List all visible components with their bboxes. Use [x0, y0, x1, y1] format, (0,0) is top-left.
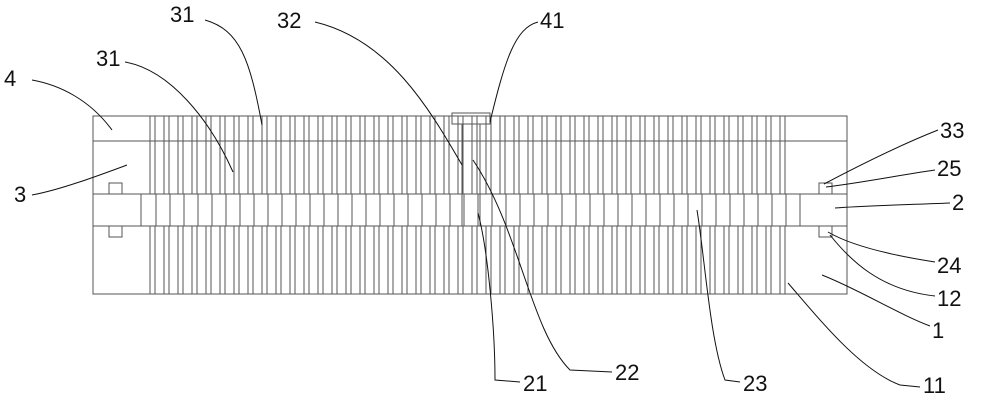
label-23: 23: [743, 371, 767, 396]
label-1: 1: [932, 318, 944, 343]
label-31: 31: [96, 46, 120, 71]
leader-line: [697, 210, 740, 382]
clip-left-bottom: [109, 226, 122, 237]
label-31: 31: [170, 2, 194, 27]
device-body: [93, 113, 847, 294]
label-25: 25: [937, 156, 961, 181]
leader-line: [205, 20, 262, 125]
leader-line: [788, 283, 920, 387]
label-4: 4: [4, 66, 16, 91]
leader-line: [822, 275, 930, 326]
pipe-fins-23: [156, 194, 800, 226]
leader-line: [830, 235, 935, 296]
leader-line: [125, 62, 233, 172]
leader-line: [32, 165, 127, 195]
label-11: 11: [923, 373, 946, 398]
clip-left-top: [109, 183, 122, 194]
leader-line: [835, 203, 950, 208]
label-12: 12: [937, 286, 961, 311]
label-41: 41: [540, 8, 564, 33]
label-2: 2: [952, 190, 964, 215]
label-21: 21: [523, 371, 547, 396]
label-32: 32: [277, 8, 301, 33]
label-24: 24: [937, 253, 961, 278]
leader-line: [490, 22, 538, 122]
leader-line: [826, 170, 935, 187]
label-33: 33: [940, 118, 964, 143]
leader-line: [828, 232, 935, 262]
joint-21: [462, 194, 480, 226]
leader-line: [32, 80, 112, 130]
label-3: 3: [14, 182, 26, 207]
fins-31: [150, 116, 785, 294]
leader-line: [824, 130, 938, 184]
clip-25: [819, 183, 832, 194]
heat-pipe-2: [93, 194, 847, 226]
label-22: 22: [615, 360, 639, 385]
reference-numerals: 31 32 41 31 4 3 33 25 2 24 12 1 21 22 23…: [4, 2, 964, 398]
